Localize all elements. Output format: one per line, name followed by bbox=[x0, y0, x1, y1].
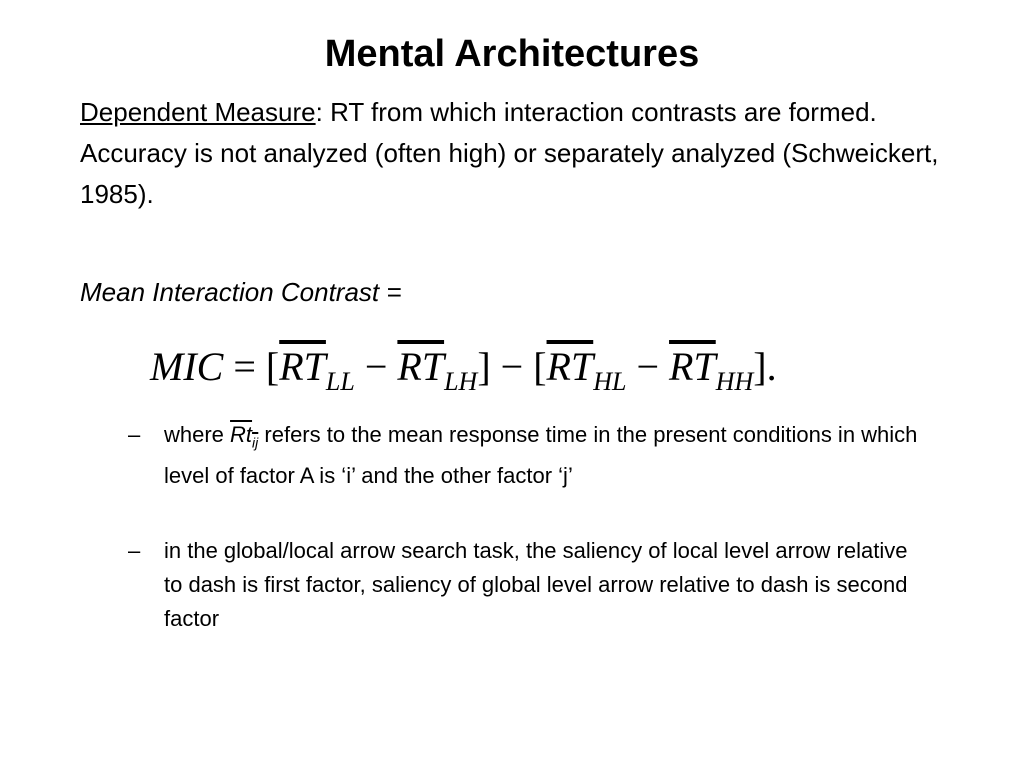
formula-sub-ll: LL bbox=[325, 367, 355, 396]
formula-minus-1: − bbox=[354, 344, 398, 389]
formula-close-bracket-1: ] bbox=[477, 344, 491, 389]
bullet-pre: where bbox=[164, 422, 231, 447]
bullet-dash: – bbox=[128, 538, 141, 563]
dependent-measure-paragraph: Dependent Measure: RT from which interac… bbox=[80, 92, 960, 215]
formula-open-bracket-2: [ bbox=[533, 344, 547, 389]
formula-term-rt-lh: RT bbox=[397, 344, 445, 389]
rt-ij-symbol: Rtij bbox=[230, 422, 259, 451]
formula-minus-mid: − bbox=[490, 344, 534, 389]
rt-subscript: ij bbox=[252, 434, 259, 451]
formula-equals: = bbox=[223, 344, 266, 389]
formula-open-bracket-1: [ bbox=[265, 344, 280, 389]
formula-close-bracket-2: ]. bbox=[753, 344, 777, 389]
formula-minus-2: − bbox=[626, 344, 670, 389]
slide-title: Mental Architectures bbox=[324, 33, 700, 75]
formula-term-rt-hl: RT bbox=[546, 344, 594, 389]
mic-formula: MIC = [RTLL − RTLH] − [RTHL − RTHH]. bbox=[150, 336, 910, 398]
dependent-measure-text: RT from which interaction contrasts are … bbox=[80, 97, 939, 209]
formula-lhs: MIC bbox=[150, 344, 224, 389]
bullet-text: in the global/local arrow search task, t… bbox=[164, 538, 908, 631]
bullet-global-local-task: – in the global/local arrow search task,… bbox=[128, 534, 928, 638]
bullet-rt-definition: – where Rtij refers to the mean response… bbox=[128, 418, 928, 488]
bullet-dash: – bbox=[128, 422, 141, 447]
formula-term-rt-ll: RT bbox=[279, 344, 326, 389]
mic-label: Mean Interaction Contrast = bbox=[80, 277, 402, 307]
rt-symbol: Rt bbox=[230, 422, 253, 447]
formula-sub-hl: HL bbox=[593, 367, 627, 396]
dependent-measure-label: Dependent Measure bbox=[80, 97, 316, 127]
bullet-text: where Rtij refers to the mean response t… bbox=[164, 418, 924, 493]
formula-sub-lh: LH bbox=[444, 367, 478, 396]
formula-term-rt-hh: RT bbox=[669, 344, 716, 389]
formula-sub-hh: HH bbox=[715, 367, 754, 396]
bullet-post: refers to the mean response time in the … bbox=[164, 422, 918, 489]
dependent-measure-colon: : bbox=[315, 97, 323, 127]
